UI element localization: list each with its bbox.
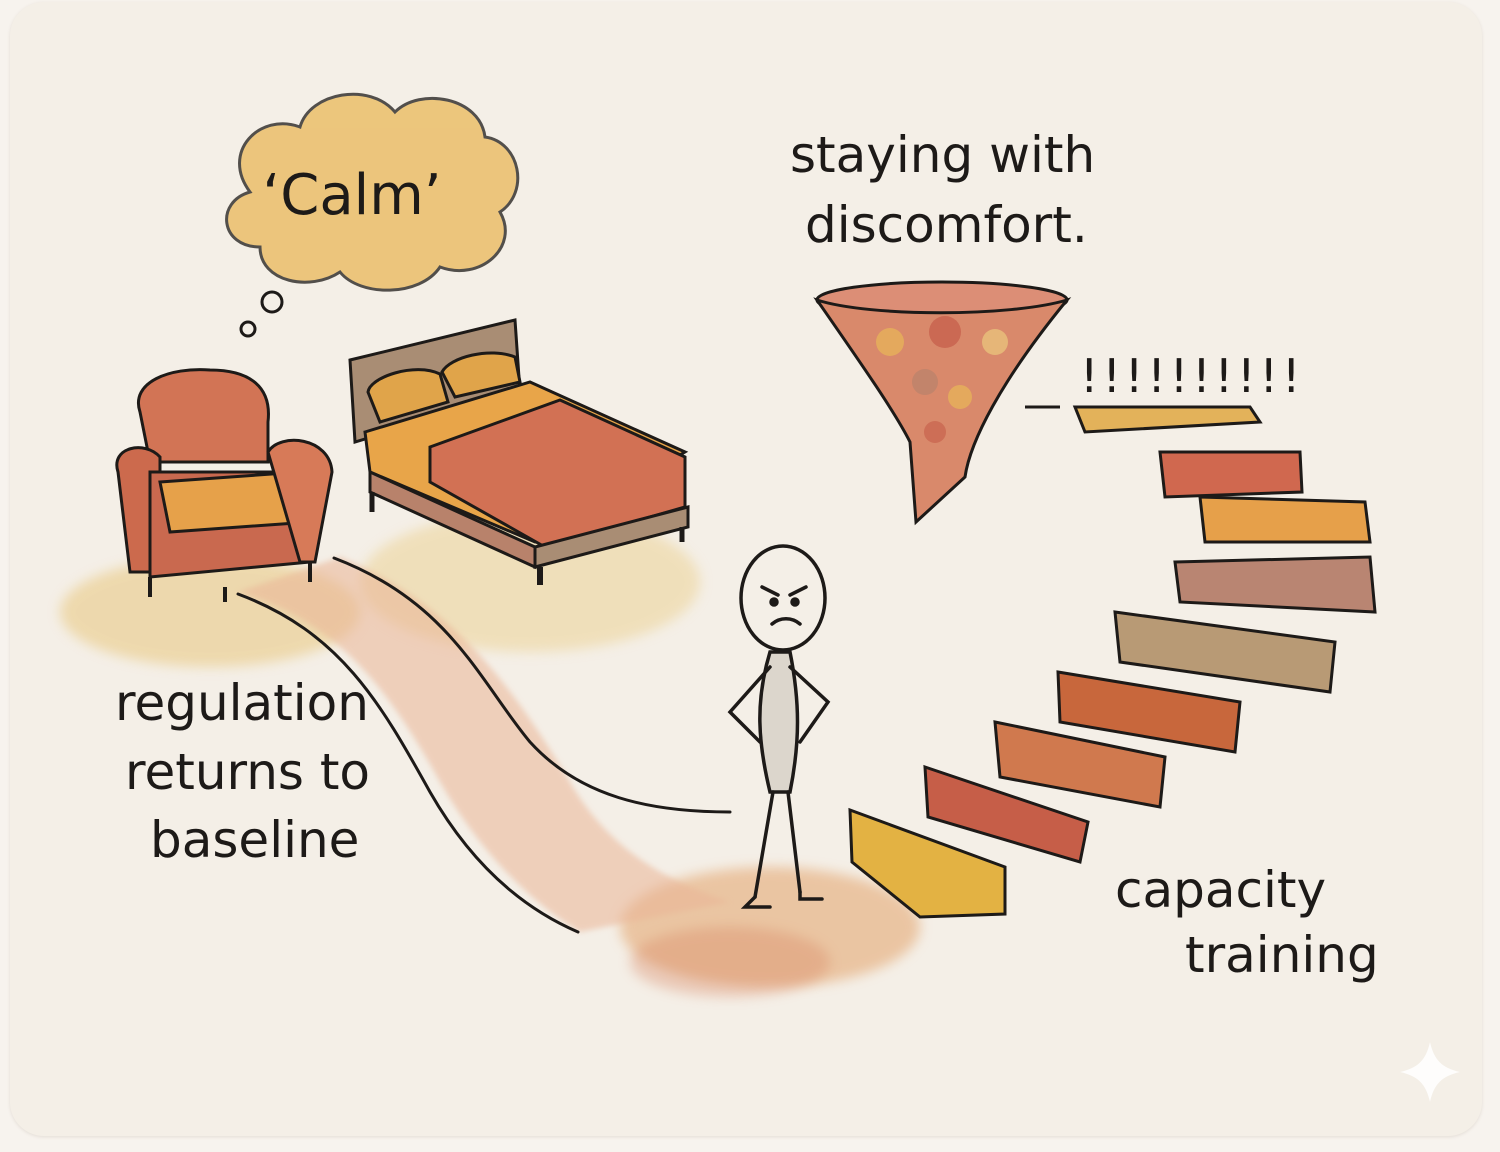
- svg-text:staying with: staying with: [790, 126, 1095, 184]
- funnel-icon: [817, 282, 1067, 522]
- svg-text:capacity: capacity: [1115, 861, 1326, 919]
- svg-text:discomfort.: discomfort.: [805, 196, 1088, 254]
- exclamation-marks: !!!!!!!!!!: [1080, 349, 1304, 403]
- regulation-label: regulation returns to baseline: [115, 674, 370, 869]
- svg-text:baseline: baseline: [150, 811, 359, 869]
- sparkle-icon: [1400, 1042, 1460, 1102]
- thought-label: ‘Calm’: [262, 163, 441, 228]
- discomfort-label: staying with discomfort.: [790, 126, 1095, 254]
- svg-text:returns to: returns to: [125, 743, 370, 801]
- svg-text:training: training: [1185, 926, 1379, 984]
- capacity-label: capacity training: [1115, 861, 1379, 984]
- thought-cloud-icon: ‘Calm’: [227, 94, 518, 336]
- armchair-icon: [117, 370, 332, 602]
- illustration-card: ‘Calm’ !!!!!!!!!!: [10, 2, 1482, 1136]
- illustration-scene: ‘Calm’ !!!!!!!!!!: [10, 2, 1482, 1136]
- stick-figure-icon: [730, 546, 828, 907]
- svg-text:regulation: regulation: [115, 674, 369, 732]
